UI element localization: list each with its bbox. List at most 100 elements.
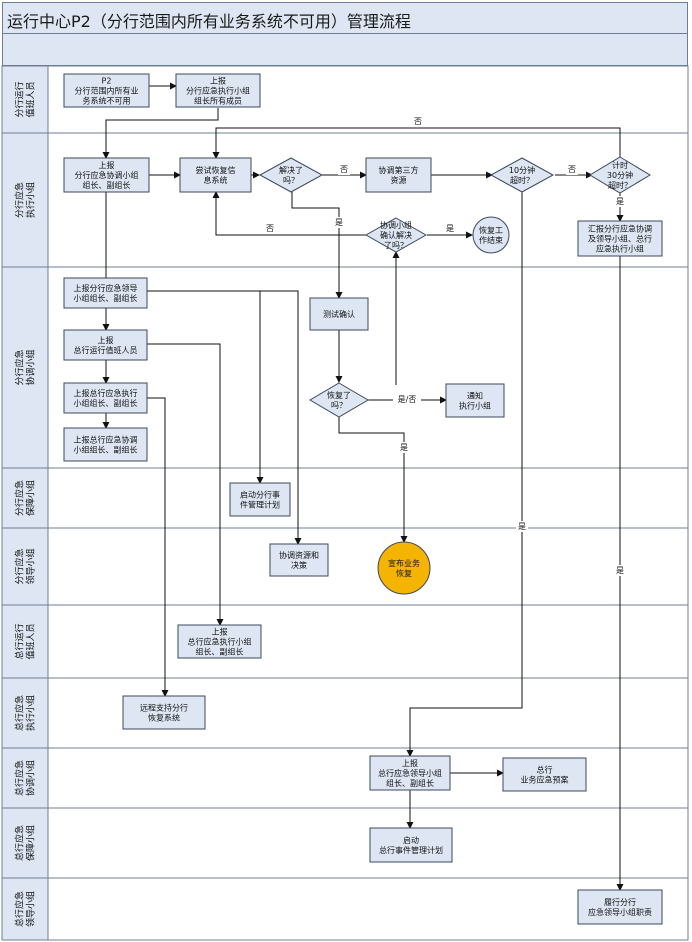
edge-label: 否 <box>266 224 274 233</box>
header-blank-bar <box>2 34 688 66</box>
node-label: 上报总行应急协调小组组长、副组长 <box>74 435 138 455</box>
node-label: 启动分行事件管理计划 <box>240 490 280 510</box>
edge <box>102 108 219 159</box>
edge <box>147 343 224 626</box>
lane-label: 分行应急协调小组 <box>14 349 37 385</box>
node-label: 上报总行运行值班人员 <box>74 335 138 355</box>
node-label: 上报总行应急执行小组组长、副组长 <box>188 627 252 657</box>
node-n-report2: 上报分行应急协调小组组长、副组长 <box>63 157 150 193</box>
node-label: 总行业务应急预案 <box>521 765 569 785</box>
lane-label: 总行应急协调小组 <box>14 760 37 796</box>
lane-label: 分行应急领导小组 <box>14 548 37 584</box>
page-title: 运行中心P2（分行范围内所有业务系统不可用）管理流程 <box>7 12 411 31</box>
lane-label: 总行运行值班人员 <box>14 623 37 659</box>
node-label: 协调资源和决策 <box>279 550 319 570</box>
node-n-hq-duty-rep: 上报总行应急执行小组组长、副组长 <box>177 624 262 659</box>
node-n-10min: 10分钟超时？ <box>489 157 555 193</box>
edge <box>147 290 302 545</box>
edge: 是 <box>291 192 345 299</box>
node-n-coord-res: 协调资源和决策 <box>269 543 329 577</box>
lane-header <box>1 467 49 529</box>
node-n-announce: 宣布业务恢复 <box>377 541 431 595</box>
node-n-duty: 履行分行应急领导小组职责 <box>577 889 663 925</box>
node-n-test: 测试确认 <box>309 297 369 331</box>
lane-label: 总行应急领导小组 <box>14 891 37 927</box>
edge: 是 <box>427 223 473 239</box>
node-label: 履行分行应急领导小组职责 <box>588 897 652 917</box>
node-label: 10分钟超时？ <box>509 165 535 185</box>
node-n-hq-event: 启动总行事件管理计划 <box>369 827 453 863</box>
lane-header <box>1 604 49 679</box>
node-label: 协调小组确认解决了吗？ <box>380 220 412 250</box>
lane-header <box>1 807 49 879</box>
node-label: 测试确认 <box>323 309 355 319</box>
edge: 是 <box>614 256 626 891</box>
node-n-rep-leader: 上报分行应急领导小组组长、副组长 <box>63 277 148 309</box>
edge: 是 <box>406 192 528 757</box>
node-n-notify: 通知执行小组 <box>445 383 505 418</box>
node-label: 汇报分行应急协调及领导小组、总行应急执行小组 <box>588 224 652 254</box>
node-n-solved: 解决了吗？ <box>258 157 324 193</box>
node-n-hq-coord-rep: 上报总行应急领导小组组长、副组长 <box>369 755 451 791</box>
edge-label: 是 <box>518 522 526 531</box>
lane-l2: 分行应急执行小组 <box>1 132 689 268</box>
node-label: 启动总行事件管理计划 <box>379 835 443 855</box>
edge: 是/否 <box>368 394 447 405</box>
edge-label: 否 <box>568 165 576 174</box>
edge-label: 是 <box>446 224 454 233</box>
lane-header <box>1 747 49 809</box>
node-n-rep-hq-exec: 上报总行应急执行小组组长、副组长 <box>63 382 148 414</box>
lane-l5: 分行应急领导小组 <box>1 527 689 606</box>
lane-l10: 总行应急领导小组 <box>1 877 689 941</box>
edge-label: 否 <box>414 117 422 126</box>
node-label: 上报分行应急领导小组组长、副组长 <box>74 283 138 303</box>
node-n-report-leaders: 汇报分行应急协调及领导小组、总行应急执行小组 <box>577 220 663 257</box>
node-label: 上报总行应急领导小组组长、副组长 <box>378 758 442 788</box>
edge: 否 <box>212 116 621 159</box>
node-label: 上报分行应急执行小组组长所有成员 <box>186 76 250 106</box>
lane-label: 分行应急执行小组 <box>14 182 37 218</box>
lane-l7: 总行应急执行小组 <box>1 677 689 749</box>
node-label: 解决了吗？ <box>279 165 303 185</box>
node-label: 上报总行应急执行小组组长、副组长 <box>74 388 138 408</box>
node-label: 上报分行应急协调小组组长、副组长 <box>75 160 139 190</box>
node-label: 协调第三方资源 <box>379 165 419 185</box>
edge-label: 是 <box>616 566 624 575</box>
node-label: 恢复了吗？ <box>327 390 351 410</box>
node-n-remote: 远程支持分行恢复系统 <box>122 695 206 730</box>
lane-header <box>1 677 49 749</box>
lane-label: 分行应急保障小组 <box>14 480 37 516</box>
edge: 否 <box>322 164 367 179</box>
lane-header <box>1 527 49 606</box>
edge-label: 是/否 <box>398 395 417 404</box>
node-n-confirm: 协调小组确认解决了吗？ <box>364 217 428 253</box>
node-n-recovered: 恢复了吗？ <box>309 382 369 418</box>
lane-header <box>1 877 49 941</box>
node-n-rep-hq-duty: 上报总行运行值班人员 <box>63 329 148 361</box>
lane-label: 总行应急执行小组 <box>14 695 37 731</box>
edge-label: 是 <box>335 218 343 227</box>
node-n-report1: 上报分行应急执行小组组长所有成员 <box>175 73 261 108</box>
lane-header <box>1 266 49 469</box>
lane-l9: 总行应急保障小组 <box>1 807 689 879</box>
lane-label: 分行运行值班人员 <box>14 81 37 117</box>
node-label: 宣布业务恢复 <box>388 558 420 578</box>
node-n-thirdparty: 协调第三方资源 <box>365 157 432 193</box>
node-label: 远程支持分行恢复系统 <box>140 703 188 723</box>
lane-header <box>1 65 49 134</box>
edge: 是 <box>338 417 410 543</box>
edge: 否 <box>212 191 366 236</box>
node-n-rep-hq-coord: 上报总行应急协调小组组长、副组长 <box>63 427 148 462</box>
node-n-start-plan: 启动分行事件管理计划 <box>229 482 291 517</box>
node-label: 尝试恢复信息系统 <box>196 165 236 185</box>
edge <box>147 397 169 697</box>
edge: 否 <box>555 164 593 179</box>
node-n-tryrestore: 尝试恢复信息系统 <box>179 157 252 193</box>
lane-l6: 总行运行值班人员 <box>1 604 689 679</box>
edge-label: 否 <box>340 165 348 174</box>
